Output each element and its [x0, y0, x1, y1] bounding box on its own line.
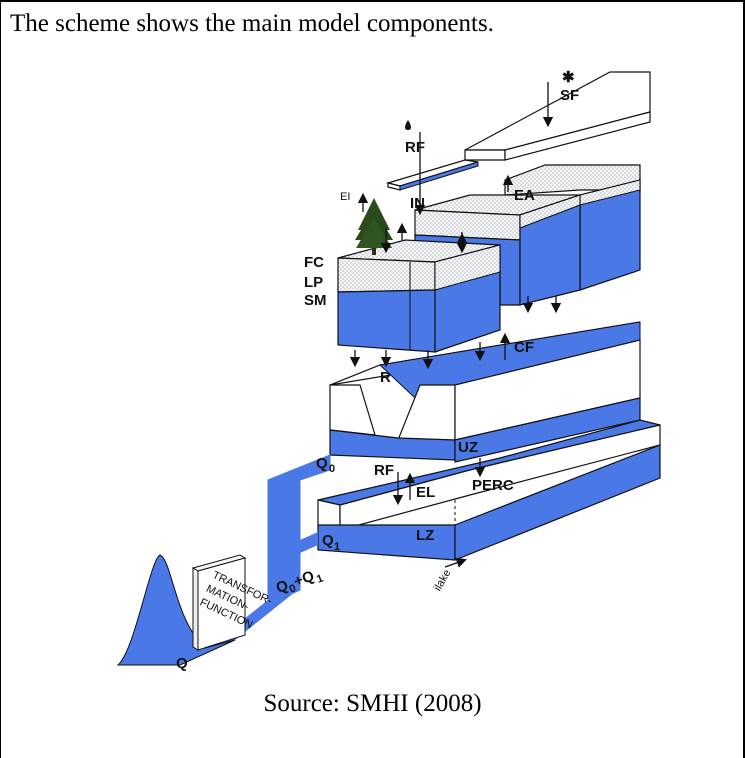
label-q: Q [176, 655, 188, 672]
soil-box-front [337, 239, 501, 353]
interception-plate [385, 159, 479, 191]
label-lp: LP [304, 274, 323, 291]
label-uz: UZ [458, 439, 478, 456]
label-q1-sub: 1 [334, 541, 340, 553]
label-perc: PERC [472, 477, 514, 494]
label-rf-top: RF [405, 139, 425, 156]
label-fc: FC [304, 254, 324, 271]
label-rf-mid: RF [374, 462, 394, 479]
flux-arrows [349, 82, 562, 568]
label-cf: CF [514, 339, 534, 356]
upper-zone-box [329, 321, 641, 463]
label-el: EL [416, 484, 435, 501]
label-sm: SM [304, 292, 327, 309]
label-q1: Q [322, 532, 334, 549]
caption: The scheme shows the main model componen… [10, 10, 494, 37]
label-ei: EI [340, 191, 350, 203]
label-ilake: ilake [432, 568, 454, 594]
snow-icon: ✱ [562, 69, 575, 86]
label-q0q1-sub1: 1 [315, 572, 325, 585]
diagram-labels: SF RF EI EA IN FC LP SM CF R UZ Q 0 RF E… [176, 87, 579, 672]
label-q0: Q [316, 455, 328, 472]
right-border [743, 0, 745, 758]
label-ea: EA [514, 187, 535, 204]
label-q0-sub: 0 [329, 463, 335, 475]
left-border [0, 0, 1, 758]
label-q0q1-sub0: 0 [288, 582, 298, 595]
label-lz: LZ [416, 527, 434, 544]
soil-box-back [504, 164, 641, 291]
label-in: IN [410, 195, 425, 212]
tree-icon [355, 198, 393, 255]
top-border [0, 0, 745, 2]
lower-zone-box [317, 419, 661, 561]
label-sf: SF [560, 87, 579, 104]
label-r: R [380, 369, 391, 386]
label-q0q1-plus: +Q [292, 567, 317, 590]
transformation-box [191, 554, 247, 651]
source-citation: Source: SMHI (2008) [263, 690, 482, 717]
raindrop-icon [405, 120, 411, 130]
symbols: ✱ [405, 69, 575, 130]
snow-layer [464, 71, 651, 161]
